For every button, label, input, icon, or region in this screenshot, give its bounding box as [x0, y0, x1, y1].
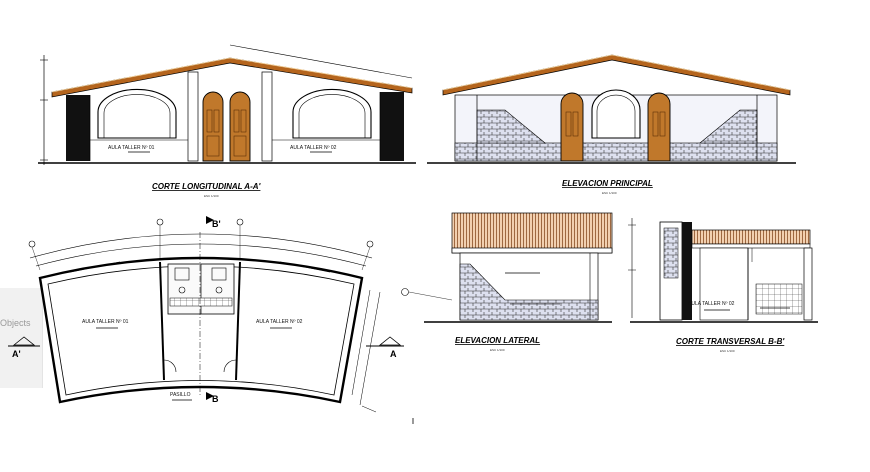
corte-transversal-drawing: AULA TALLER Nº 02 CORTE TRANSVERSAL B-B'…	[628, 218, 818, 353]
plan-room-label-01: AULA TALLER Nº 01	[82, 319, 129, 325]
objects-panel-label: Objects	[0, 318, 31, 328]
corte-longitudinal-title: CORTE LONGITUDINAL A-A'	[152, 182, 262, 191]
elevacion-principal-title: ELEVACION PRINCIPAL	[562, 179, 653, 188]
floor-plan-drawing: AULA TALLER Nº 01 AULA TALLER Nº 02 PASI…	[8, 216, 453, 413]
corte-longitudinal-scale: ESC 1/100	[204, 194, 219, 198]
corte-room-label-02: AULA TALLER Nº 02	[290, 145, 337, 151]
elevacion-principal-scale: ESC 1/100	[602, 191, 617, 195]
elevacion-lateral-drawing: ELEVACION LATERAL ESC 1/100	[424, 212, 613, 352]
cut-marker-a-right: A	[390, 349, 397, 359]
plan-corridor-label: PASILLO	[170, 392, 191, 398]
cut-marker-a-left: A'	[12, 349, 21, 359]
plan-room-label-02: AULA TALLER Nº 02	[256, 319, 303, 325]
elevacion-lateral-scale: ESC 1/100	[490, 348, 505, 352]
elevacion-lateral-title: ELEVACION LATERAL	[455, 336, 540, 345]
corte-transversal-title: CORTE TRANSVERSAL B-B'	[676, 337, 785, 346]
corte-room-label-01: AULA TALLER Nº 01	[108, 145, 155, 151]
corte-longitudinal-drawing: AULA TALLER Nº 01 AULA TALLER Nº 02 CORT…	[38, 44, 416, 198]
corte-transversal-scale: ESC 1/100	[720, 349, 735, 353]
cut-marker-b-bottom: B	[212, 394, 219, 404]
cut-marker-b-top: B'	[212, 219, 221, 229]
elevacion-principal-drawing: ELEVACION PRINCIPAL ESC 1/100	[427, 54, 796, 195]
transversal-room-label: AULA TALLER Nº 02	[688, 301, 735, 307]
objects-panel[interactable]: Objects	[0, 288, 43, 388]
